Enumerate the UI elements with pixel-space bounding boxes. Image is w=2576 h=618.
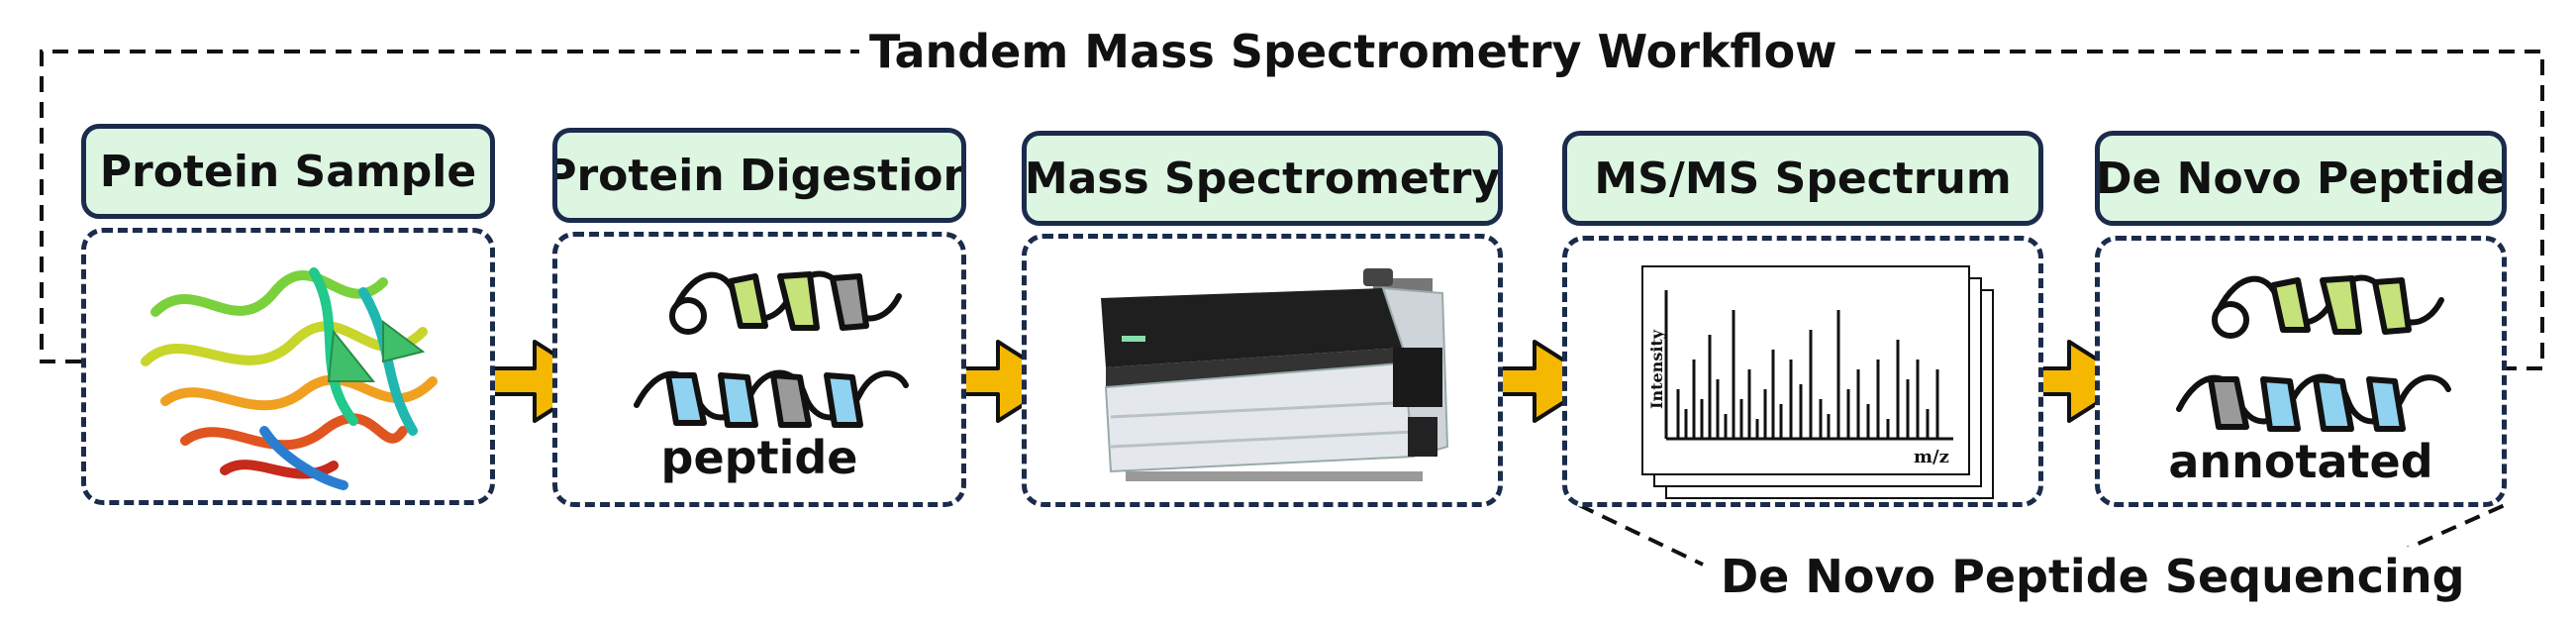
annotated-peptide-helix-icon xyxy=(2176,274,2451,432)
step-header-protein-digestion: Protein Digestion xyxy=(552,128,966,223)
step-box-msms-spectrum: Intensity m/z xyxy=(1562,236,2043,507)
step-header-msms-spectrum: MS/MS Spectrum xyxy=(1562,131,2043,226)
step-header-de-novo-peptide: De Novo Peptide xyxy=(2095,131,2507,226)
step-header-protein-sample: Protein Sample xyxy=(81,124,495,219)
protein-structure-icon xyxy=(141,267,438,490)
step-box-mass-spectrometry xyxy=(1022,234,1503,507)
step-label: Protein Sample xyxy=(99,146,477,197)
step-caption: annotated xyxy=(2168,435,2433,488)
spectrum-peaks xyxy=(1676,310,1939,439)
step-label: Mass Spectrometry xyxy=(1024,153,1501,204)
step-box-de-novo-peptide: annotated xyxy=(2095,236,2507,507)
spectrum-plot-icon: Intensity m/z xyxy=(1641,265,1994,499)
mass-spectrometer-icon xyxy=(1101,268,1449,481)
sequencing-label: De Novo Peptide Sequencing xyxy=(1711,547,2475,606)
spectrum-ylabel: Intensity xyxy=(1647,329,1666,409)
sequencing-bracket-line xyxy=(1578,503,2506,566)
peptide-helix-icon xyxy=(634,270,909,428)
step-label: Protein Digestion xyxy=(552,150,966,201)
diagram-title: Tandem Mass Spectrometry Workflow xyxy=(859,22,1847,81)
step-caption: peptide xyxy=(660,431,858,484)
step-box-protein-digestion: peptide xyxy=(552,232,966,507)
spectrum-xlabel: m/z xyxy=(1914,447,1949,467)
workflow-loop-line xyxy=(40,50,2544,370)
step-box-protein-sample xyxy=(81,228,495,505)
step-label: De Novo Peptide xyxy=(2096,153,2507,204)
step-label: MS/MS Spectrum xyxy=(1594,153,2012,204)
step-header-mass-spectrometry: Mass Spectrometry xyxy=(1022,131,1503,226)
